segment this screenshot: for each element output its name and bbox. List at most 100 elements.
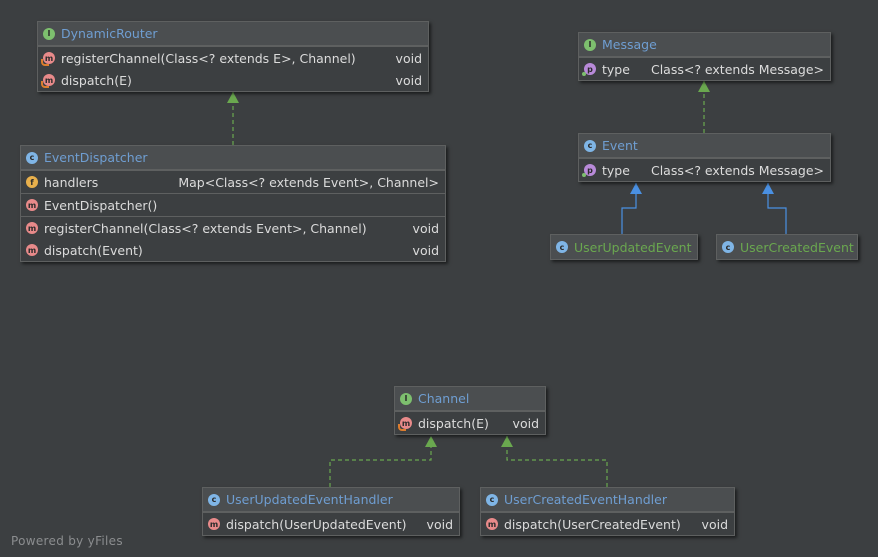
node-title: Channel [418, 391, 470, 406]
node-title: EventDispatcher [44, 150, 148, 165]
class-icon: c [722, 241, 734, 253]
edge-arrowhead [227, 92, 239, 103]
methods-section: m dispatch(UserUpdatedEvent) void [203, 512, 459, 535]
class-icon: c [26, 151, 38, 164]
edge-arrowhead [501, 436, 513, 447]
node-header: c EventDispatcher [21, 146, 445, 170]
method-name: dispatch(Event) [44, 242, 143, 258]
node-user-updated-event[interactable]: c UserUpdatedEvent [550, 234, 698, 260]
method-name: dispatch(UserUpdatedEvent) [226, 516, 407, 532]
class-icon: c [556, 241, 568, 253]
node-title: DynamicRouter [61, 26, 158, 41]
edge-arrowhead [762, 183, 774, 194]
method-icon: m [26, 222, 38, 234]
method-type: void [512, 415, 539, 431]
method-type: void [701, 516, 728, 532]
method-name: registerChannel(Class<? extends E>, Chan… [61, 50, 356, 66]
property-name: type [602, 162, 630, 178]
property-row[interactable]: p type Class<? extends Message> [579, 58, 830, 80]
method-row[interactable]: m registerChannel(Class<? extends Event>… [21, 217, 445, 239]
edge-implements [506, 436, 608, 487]
node-title: UserCreatedEventHandler [504, 492, 667, 507]
property-name: type [602, 61, 630, 77]
interface-icon: I [43, 27, 55, 40]
node-header: I DynamicRouter [38, 22, 428, 46]
interface-icon: I [400, 392, 412, 405]
method-name: dispatch(E) [418, 415, 489, 431]
node-header: c UserUpdatedEventHandler [203, 488, 459, 512]
node-dynamic-router[interactable]: I DynamicRouter m registerChannel(Class<… [37, 21, 429, 92]
edge-implements [329, 436, 432, 487]
node-event-dispatcher[interactable]: c EventDispatcher f handlers Map<Class<?… [20, 145, 446, 262]
method-type: void [412, 220, 439, 236]
method-row[interactable]: m dispatch(Event) void [21, 239, 445, 261]
method-icon: m [208, 518, 220, 530]
method-row[interactable]: m dispatch(E) void [38, 69, 428, 91]
node-title: UserUpdatedEventHandler [226, 492, 393, 507]
method-row[interactable]: m dispatch(UserUpdatedEvent) void [203, 513, 459, 535]
node-title: Event [602, 138, 638, 153]
edge-extends [767, 183, 787, 234]
edge-arrowhead [698, 81, 710, 92]
interface-icon: I [584, 38, 596, 51]
properties-section: p type Class<? extends Message> [579, 158, 830, 181]
node-user-created-event[interactable]: c UserCreatedEvent [716, 234, 858, 260]
methods-section: m registerChannel(Class<? extends E>, Ch… [38, 46, 428, 91]
node-header: c UserUpdatedEvent [551, 235, 697, 259]
node-title: UserUpdatedEvent [574, 239, 692, 255]
methods-section: m dispatch(E) void [395, 411, 545, 434]
constructor-row[interactable]: m EventDispatcher() [21, 194, 445, 216]
node-header: c UserCreatedEvent [717, 235, 857, 259]
method-name: dispatch(E) [61, 72, 132, 88]
class-icon: c [208, 493, 220, 506]
method-type: void [412, 242, 439, 258]
edge-arrowhead [425, 436, 437, 447]
edge-extends [621, 183, 637, 234]
property-icon: p [582, 63, 596, 76]
node-title: UserCreatedEvent [740, 239, 854, 255]
node-user-created-event-handler[interactable]: c UserCreatedEventHandler m dispatch(Use… [480, 487, 735, 536]
property-icon: p [582, 164, 596, 177]
node-header: c UserCreatedEventHandler [481, 488, 734, 512]
property-type: Class<? extends Message> [650, 61, 824, 77]
method-row[interactable]: m dispatch(E) void [395, 412, 545, 434]
methods-section: m dispatch(UserCreatedEvent) void [481, 512, 734, 535]
method-name: dispatch(UserCreatedEvent) [504, 516, 681, 532]
edge-arrowhead [630, 183, 642, 194]
method-row[interactable]: m dispatch(UserCreatedEvent) void [481, 513, 734, 535]
field-row[interactable]: f handlers Map<Class<? extends Event>, C… [21, 171, 445, 193]
method-icon: m [26, 244, 38, 256]
property-row[interactable]: p type Class<? extends Message> [579, 159, 830, 181]
node-header: I Channel [395, 387, 545, 411]
method-type: void [395, 72, 422, 88]
node-header: I Message [579, 33, 830, 57]
node-event[interactable]: c Event p type Class<? extends Message> [578, 133, 831, 182]
method-icon: m [26, 199, 38, 211]
node-user-updated-event-handler[interactable]: c UserUpdatedEventHandler m dispatch(Use… [202, 487, 460, 536]
node-header: c Event [579, 134, 830, 158]
node-message[interactable]: I Message p type Class<? extends Message… [578, 32, 831, 81]
abstract-method-icon: m [41, 74, 55, 88]
node-channel[interactable]: I Channel m dispatch(E) void [394, 386, 546, 435]
class-icon: c [486, 493, 498, 506]
powered-by-footer: Powered by yFiles [11, 534, 123, 548]
method-type: void [426, 516, 453, 532]
method-icon: m [486, 518, 498, 530]
methods-section: m registerChannel(Class<? extends Event>… [21, 216, 445, 261]
method-row[interactable]: m registerChannel(Class<? extends E>, Ch… [38, 47, 428, 69]
method-type: void [395, 50, 422, 66]
property-type: Class<? extends Message> [650, 162, 824, 178]
field-name: handlers [44, 174, 99, 190]
method-name: registerChannel(Class<? extends Event>, … [44, 220, 367, 236]
class-icon: c [584, 139, 596, 152]
properties-section: p type Class<? extends Message> [579, 57, 830, 80]
constructor-name: EventDispatcher() [44, 197, 158, 213]
abstract-method-icon: m [398, 417, 412, 431]
fields-section: f handlers Map<Class<? extends Event>, C… [21, 170, 445, 193]
field-icon: f [26, 176, 38, 188]
constructors-section: m EventDispatcher() [21, 193, 445, 216]
field-type: Map<Class<? extends Event>, Channel> [178, 174, 439, 190]
node-title: Message [602, 37, 657, 52]
abstract-method-icon: m [41, 52, 55, 66]
